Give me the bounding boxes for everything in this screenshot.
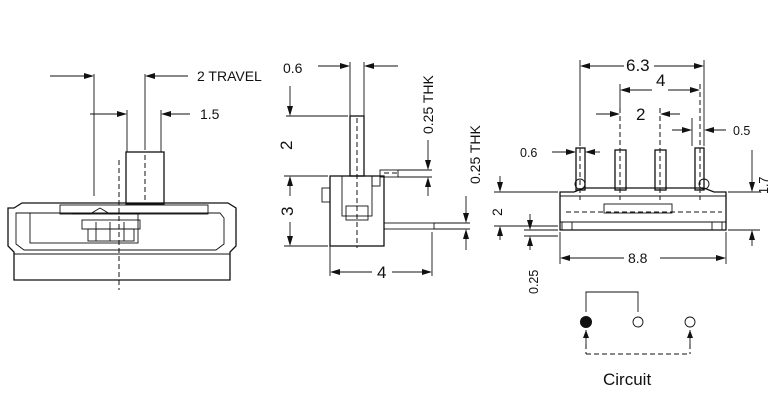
left-body-inner	[15, 212, 225, 251]
travel-arrow	[84, 73, 94, 79]
thk1-arrow	[425, 160, 431, 170]
mid-upper-lead	[379, 169, 399, 178]
right-slot	[603, 203, 673, 214]
left-body-outline	[7, 202, 237, 281]
mid-housing	[341, 175, 373, 217]
thk2-label: 0.25 THK	[467, 124, 483, 184]
h-right-arrow	[749, 230, 755, 240]
circuit-terminal	[632, 316, 644, 328]
overall-arrow	[694, 63, 704, 69]
inner-pitch-label: 2	[636, 105, 645, 124]
left-view: 2 TRAVEL 1.5	[7, 68, 262, 290]
left-lever	[125, 151, 165, 205]
pin-gap-arrow	[682, 127, 692, 133]
circuit-arrow	[583, 330, 589, 338]
inner-pitch-arrow	[610, 111, 620, 117]
body-w-arrow	[422, 269, 432, 275]
body-w-arrow	[330, 269, 340, 275]
base-thk-label: 0.25	[527, 270, 541, 294]
pin-ext-label: 2	[489, 208, 505, 216]
base-w-arrow	[560, 255, 570, 261]
travel-arrow	[145, 73, 155, 79]
lever-h-label: 2	[277, 141, 296, 150]
pitch-arrow	[161, 111, 171, 117]
outer-pitch-arrow	[690, 87, 700, 93]
circuit-top-link	[585, 291, 639, 312]
outer-pitch-arrow	[620, 87, 630, 93]
pin-w-label: 0.6	[520, 146, 537, 160]
circuit-arrow	[687, 330, 693, 338]
right-view: 6.3 4 2 0.6 0.5 1.7	[489, 56, 771, 294]
h-right-arrow	[749, 182, 755, 192]
travel-label: 2 TRAVEL	[197, 68, 262, 84]
base-thk-arrow	[527, 220, 533, 230]
right-foot	[561, 221, 573, 231]
pitch-arrow	[117, 111, 127, 117]
pin-ext-arrow	[497, 226, 503, 236]
pin-gap-label: 0.5	[733, 124, 750, 138]
mid-arrow	[340, 63, 350, 69]
thk2-arrow	[463, 213, 469, 223]
body-w-label: 4	[377, 263, 386, 282]
height-right-label: 1.7	[757, 177, 771, 194]
left-contact-spring	[72, 207, 140, 215]
left-contact-plate	[87, 228, 135, 242]
side-pitch-label: 1.5	[200, 106, 220, 122]
body-h-label: 3	[278, 207, 297, 216]
thk1-arrow	[425, 177, 431, 187]
left-contact-block	[29, 212, 139, 244]
circuit-label: Circuit	[603, 370, 651, 389]
overall-w-label: 6.3	[626, 56, 650, 75]
middle-view: 0.6 0.25 THK 0.25 THK 2 3 4	[277, 60, 483, 282]
lever-h-arrow	[287, 106, 293, 116]
left-contact-bar	[81, 219, 141, 230]
mid-side-tab	[321, 187, 331, 203]
circuit-common-terminal	[580, 316, 592, 328]
right-base-outline	[559, 187, 727, 231]
mid-slider	[345, 205, 369, 221]
thk1-label: 0.25 THK	[420, 74, 436, 134]
pin-ext-arrow	[497, 182, 503, 192]
mid-arrow	[364, 63, 374, 69]
thk2-arrow	[463, 229, 469, 239]
overall-arrow	[580, 63, 590, 69]
mid-top-tab	[371, 175, 381, 187]
right-foot	[711, 221, 723, 231]
body-h-arrow	[287, 176, 293, 186]
inner-pitch-arrow	[660, 111, 670, 117]
base-w-label: 8.8	[628, 250, 648, 266]
pin-w-arrow	[585, 149, 595, 155]
outer-pitch-label: 4	[656, 71, 665, 90]
circuit-diagram: Circuit	[580, 291, 696, 389]
base-w-arrow	[716, 255, 726, 261]
pin-thk-label: 0.6	[283, 60, 303, 76]
mid-lower-lead	[383, 222, 435, 230]
pin-gap-arrow	[704, 127, 714, 133]
circuit-terminal	[684, 316, 696, 328]
body-h-arrow	[287, 236, 293, 246]
pin-w-arrow	[566, 149, 576, 155]
base-thk-arrow	[527, 236, 533, 246]
